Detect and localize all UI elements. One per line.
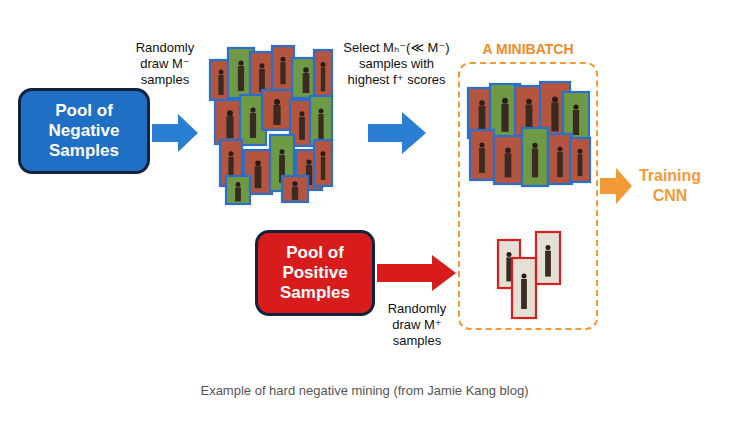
sample-thumbnail	[512, 258, 536, 318]
sample-thumbnail	[548, 134, 572, 184]
sample-thumbnail	[262, 90, 292, 130]
sample-thumbnail	[314, 50, 332, 98]
block-arrow	[368, 112, 426, 154]
sample-thumbnail	[494, 136, 522, 184]
sample-thumbnail	[470, 130, 494, 180]
output-label: Training CNN	[632, 166, 708, 206]
step-label: Select Mₕ⁻(≪ M⁻) samples with highest f⁺…	[338, 40, 455, 88]
sample-thumbnail	[310, 96, 332, 146]
block-arrow	[377, 255, 456, 291]
sample-thumbnail	[314, 140, 332, 186]
node-title: Pool of Positive Samples	[264, 243, 366, 303]
pool-box: Pool of Negative Samples	[18, 88, 150, 174]
node-title: Pool of Negative Samples	[27, 101, 141, 161]
block-arrow	[600, 168, 632, 204]
sample-thumbnail	[226, 176, 250, 204]
step-label: Randomly draw M⁻ samples	[122, 40, 208, 88]
sample-thumbnail	[522, 128, 548, 186]
node-title: A MINIBATCH	[460, 40, 596, 58]
block-arrow	[152, 114, 198, 152]
sample-thumbnail	[570, 138, 590, 182]
edge-label: Randomly draw M⁺ samples	[379, 301, 455, 349]
pool-box: Pool of Positive Samples	[255, 230, 375, 316]
sample-thumbnail	[536, 232, 560, 284]
minibatch-box: A MINIBATCH	[458, 62, 598, 330]
sample-thumbnail	[282, 176, 308, 202]
sample-thumbnail	[272, 46, 294, 90]
caption: Example of hard negative mining (from Ja…	[0, 383, 729, 399]
